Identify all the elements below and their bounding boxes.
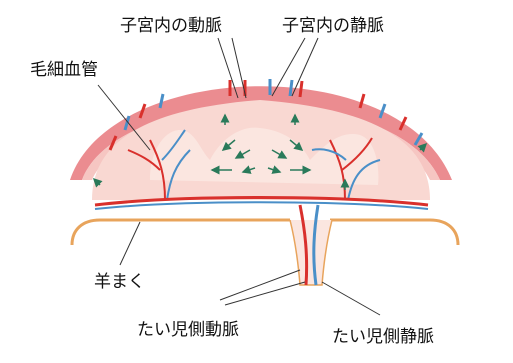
label-fetal-artery: たい児側動脈	[137, 322, 239, 339]
label-uterine-artery: 子宮内の動脈	[120, 18, 222, 35]
amnion-line	[72, 220, 458, 245]
label-amnion: 羊まく	[94, 274, 145, 291]
umbilical-cord	[290, 220, 332, 285]
label-capillary: 毛細血管	[30, 62, 98, 79]
label-fetal-vein: たい児側静脈	[332, 329, 434, 346]
chorionic-vein	[95, 202, 428, 209]
label-uterine-vein: 子宮内の静脈	[282, 18, 384, 35]
